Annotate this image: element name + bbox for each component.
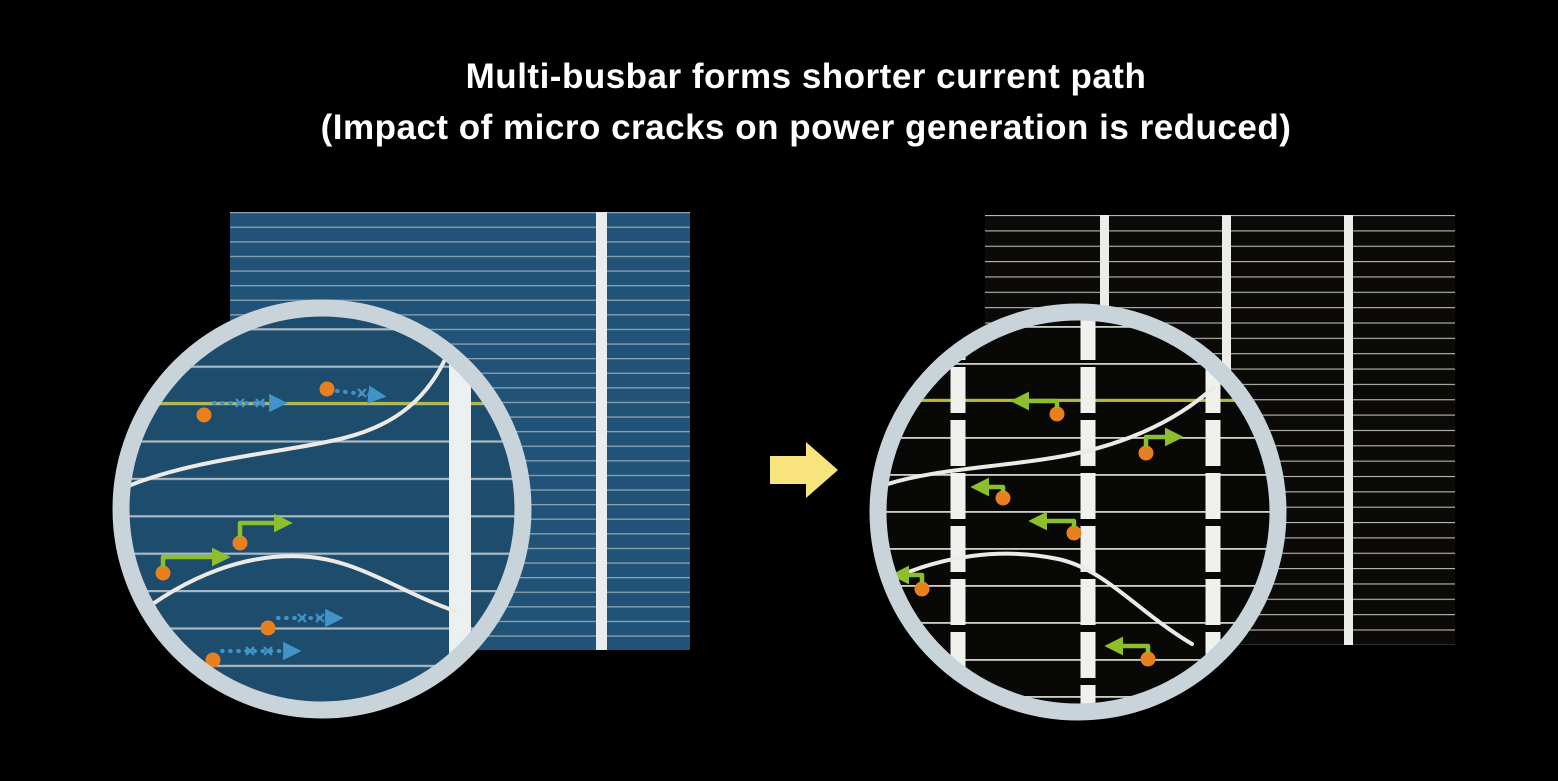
path-break-x-icon — [297, 613, 325, 623]
current-origin-dot — [260, 620, 276, 636]
diagram-title-line1: Multi-busbar forms shorter current path — [465, 57, 1147, 96]
current-origin-dot — [1138, 445, 1154, 461]
multi-busbar-magnifier — [869, 303, 1287, 721]
magnified-busbar — [449, 316, 471, 702]
path-break-x-icon — [235, 398, 265, 408]
current-path-arrow — [1028, 511, 1077, 531]
blocked-current-path-arrow — [335, 385, 387, 404]
current-path-arrow — [1104, 636, 1151, 656]
multi-busbar-vertical-busbar — [1344, 215, 1353, 645]
single-busbar-vertical-busbar — [596, 212, 607, 650]
current-origin-dot — [196, 407, 212, 423]
magnifier-ring-left — [112, 299, 532, 719]
path-break-x-icon — [245, 646, 273, 656]
short-current-path-group — [890, 391, 1184, 667]
micro-crack-line — [886, 385, 1216, 489]
micro-crack-line — [129, 554, 457, 622]
current-path-arrow — [237, 513, 293, 537]
transition-arrow-icon — [770, 442, 838, 498]
current-origin-dot — [155, 565, 171, 581]
highlighted-finger-line — [886, 398, 1270, 402]
current-path-arrow — [1143, 427, 1184, 447]
highlighted-finger-line — [129, 401, 515, 405]
diagram-title-line2: (Impact of micro cracks on power generat… — [320, 107, 1292, 147]
current-origin-dot — [232, 535, 248, 551]
current-origin-dot — [319, 381, 335, 397]
single-busbar-magnifier — [112, 299, 532, 719]
path-break-x-icon — [357, 388, 367, 398]
micro-crack-line — [890, 551, 1194, 646]
current-origin-dot — [914, 581, 930, 597]
current-path-arrow — [890, 565, 925, 585]
current-origin-dot — [1066, 525, 1082, 541]
current-origin-dot — [205, 652, 221, 668]
diagram-title: Multi-busbar forms shorter current path … — [27, 52, 1558, 154]
micro-crack-line — [129, 353, 449, 489]
current-origin-dot — [995, 490, 1011, 506]
working-current-path-group — [155, 513, 293, 581]
current-origin-dot — [1049, 406, 1065, 422]
long-current-path-group — [196, 381, 387, 668]
current-path-arrow — [1010, 391, 1060, 411]
magnifier-ring-right — [869, 303, 1287, 721]
current-origin-dot — [1140, 651, 1156, 667]
current-path-arrow — [160, 547, 231, 567]
current-path-arrow — [970, 477, 1006, 497]
